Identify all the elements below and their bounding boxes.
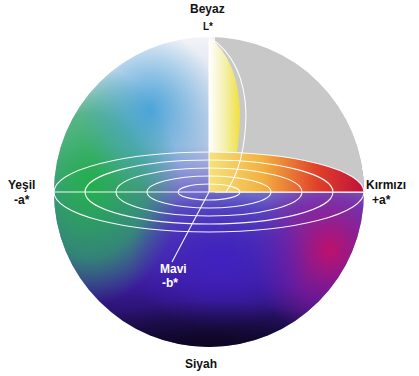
axis-label: Kırmızı: [366, 178, 406, 192]
axis-label: Beyaz: [190, 2, 225, 16]
axis-symbol: +a*: [372, 193, 390, 207]
axis-symbol: -a*: [14, 193, 29, 207]
axis-symbol: -b*: [162, 276, 178, 290]
axis-label: Yeşil: [8, 178, 35, 192]
axis-label: Siyah: [185, 357, 217, 371]
axis-label: Mavi: [160, 262, 187, 276]
axis-symbol: L*: [203, 20, 213, 34]
